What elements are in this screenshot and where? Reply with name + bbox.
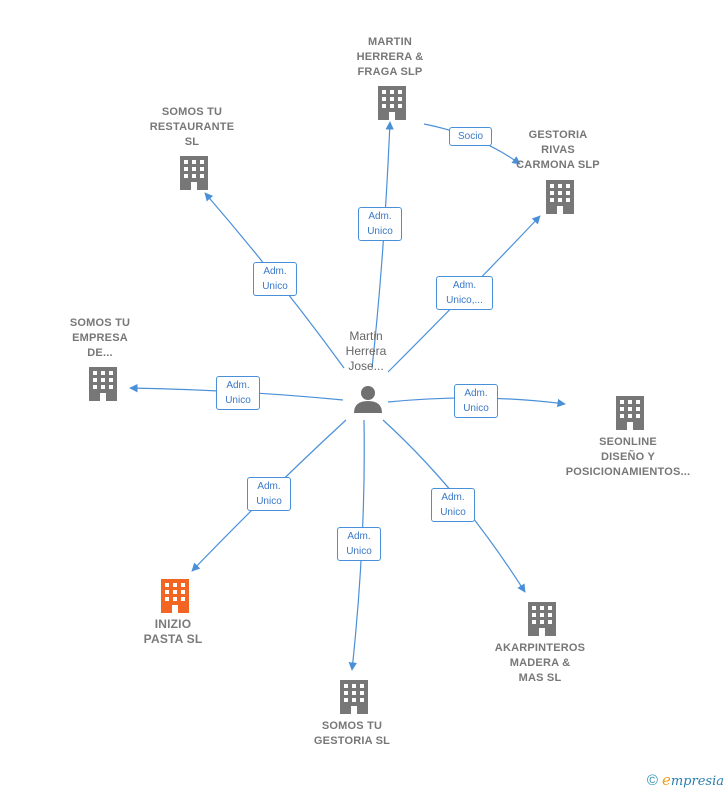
person-icon[interactable] [354, 386, 382, 413]
relation-box-gestoria-rivas[interactable]: Adm. Unico,... [436, 276, 493, 310]
building-icon-seonline[interactable] [616, 396, 644, 430]
brand-footer[interactable]: ©empresia [647, 771, 724, 789]
company-label-martin-herrera-fraga[interactable]: MARTIN HERRERA & FRAGA SLP [356, 36, 424, 78]
company-label-seonline[interactable]: SEONLINE DISEÑO Y POSICIONAMIENTOS... [565, 436, 691, 478]
relation-box-somos-tu-restaurante[interactable]: Adm. Unico [253, 262, 297, 296]
company-label-akarpinteros[interactable]: AKARPINTEROS MADERA & MAS SL [494, 642, 586, 684]
company-label-somos-tu-restaurante[interactable]: SOMOS TU RESTAURANTE SL [149, 106, 235, 148]
relation-box-somos-tu-empresa[interactable]: Adm. Unico [216, 376, 260, 410]
building-icon-somos-tu-empresa[interactable] [89, 367, 117, 401]
relation-box-socio[interactable]: Socio [449, 127, 492, 146]
building-icon-somos-tu-restaurante[interactable] [180, 156, 208, 190]
relation-box-somos-tu-gestoria[interactable]: Adm. Unico [337, 527, 381, 561]
person-name[interactable]: Martin Herrera Jose... [326, 329, 406, 374]
relation-box-inizio-pasta[interactable]: Adm. Unico [247, 477, 291, 511]
person-name-text: Martin Herrera Jose... [345, 329, 387, 373]
company-label-somos-tu-empresa[interactable]: SOMOS TU EMPRESA DE... [69, 317, 131, 359]
relation-box-martin-herrera-fraga[interactable]: Adm. Unico [358, 207, 402, 241]
brand-name: mpresia [670, 774, 724, 789]
edge-martin-herrera-fraga [371, 121, 394, 369]
building-icon-gestoria-rivas[interactable] [546, 180, 574, 214]
building-icon-somos-tu-gestoria[interactable] [340, 680, 368, 714]
company-label-gestoria-rivas[interactable]: GESTORIA RIVAS CARMONA SLP [516, 129, 600, 171]
relation-box-akarpinteros[interactable]: Adm. Unico [431, 488, 475, 522]
brand-initial: e [661, 771, 671, 789]
company-label-somos-tu-gestoria[interactable]: SOMOS TU GESTORIA SL [313, 720, 391, 747]
company-label-inizio-pasta[interactable]: INIZIO PASTA SL [143, 617, 203, 646]
building-icon-akarpinteros[interactable] [528, 602, 556, 636]
building-icon-inizio-pasta[interactable] [161, 579, 189, 613]
building-icon-martin-herrera-fraga[interactable] [378, 86, 406, 120]
copyright-icon: © [646, 772, 658, 789]
relation-box-seonline[interactable]: Adm. Unico [454, 384, 498, 418]
